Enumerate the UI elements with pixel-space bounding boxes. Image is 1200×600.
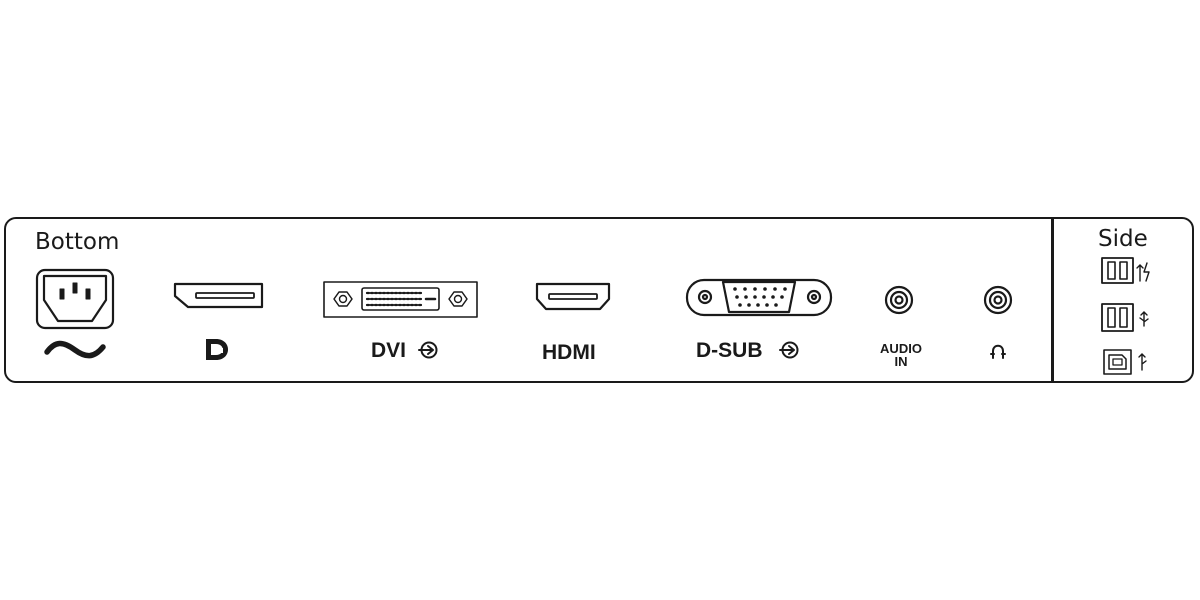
dsub-input-icon (779, 341, 799, 359)
dvi-input-icon (418, 341, 438, 359)
usb-a-connector-icon-2 (1101, 303, 1134, 332)
audio-label-line2: IN (894, 354, 908, 369)
headphone-jack-icon (983, 285, 1013, 315)
usb-a-connector-icon (1101, 257, 1134, 284)
hdmi-label: HDMI (542, 341, 596, 364)
section-label-bottom: Bottom (35, 229, 120, 255)
usb-b-connector-icon (1103, 349, 1132, 375)
vga-dsub-connector-icon (685, 278, 833, 317)
connector-panel (4, 217, 1194, 383)
audio-in-label: AUDIO IN (873, 342, 929, 368)
usb-superspeed-symbol-icon (1138, 353, 1147, 371)
dsub-label: D-SUB (696, 339, 763, 362)
usb-symbol-icon (1139, 311, 1149, 327)
dvi-connector-icon (323, 281, 478, 318)
usb-superspeed-charge-symbol-icon (1136, 262, 1150, 282)
audio-label-line1: AUDIO (880, 341, 922, 356)
panel-divider (1051, 219, 1054, 382)
displayport-logo-icon (206, 339, 228, 360)
hdmi-connector-icon (535, 282, 611, 311)
audio-jack-icon (884, 285, 914, 315)
ac-tilde-icon (44, 340, 106, 359)
section-label-side: Side (1098, 226, 1148, 252)
ac-power-inlet-icon (35, 268, 115, 330)
displayport-connector-icon (173, 282, 264, 309)
headphone-symbol-icon (990, 344, 1006, 359)
dvi-label: DVI (371, 339, 407, 362)
